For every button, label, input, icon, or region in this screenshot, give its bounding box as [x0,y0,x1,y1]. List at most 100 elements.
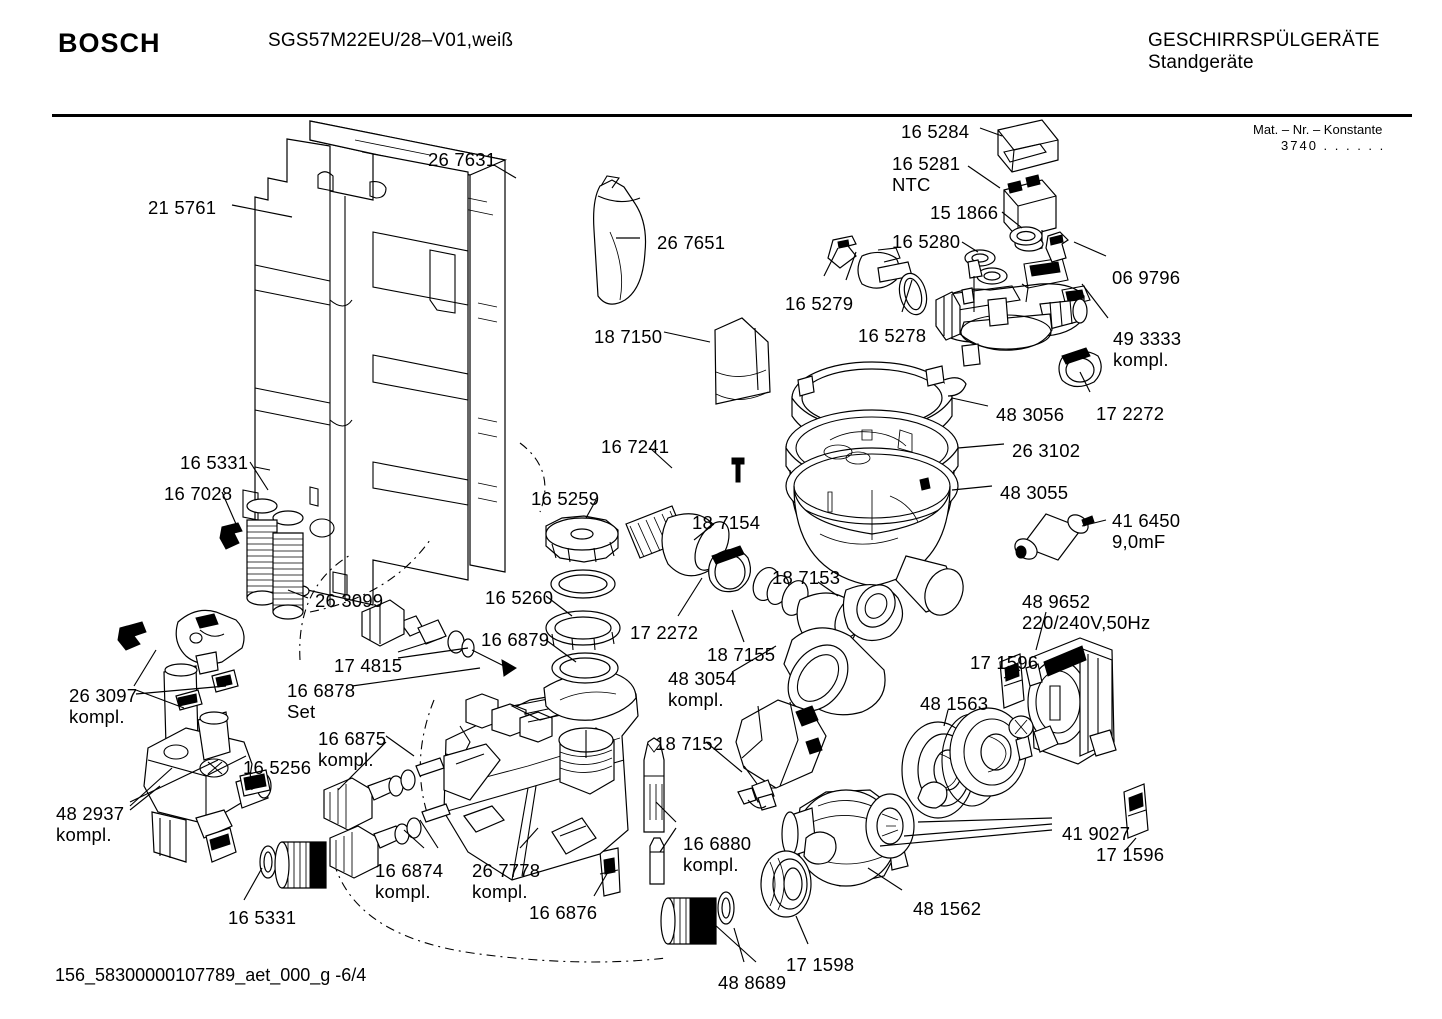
part-number: 18 7155 [707,644,776,665]
bosch-logo: BOSCH [58,28,161,58]
part-number: 26 3099 [315,590,384,611]
part-number: 16 6879 [481,629,550,650]
part-label-171596: 17 1596 [970,653,1038,673]
valve-166875 [324,758,444,830]
part-number: 26 7651 [657,232,726,253]
part-267651 [594,176,646,304]
part-416450-capacitor [1011,511,1094,563]
part-label-481563: 48 1563 [920,694,988,714]
category-subtitle: Standgeräte [1148,52,1254,73]
part-number: 18 7150 [594,326,663,347]
part-number: 16 5260 [485,587,554,608]
part-number: 18 7152 [655,733,724,754]
sensor-assembly-top [828,120,1058,318]
part-165259-lid [546,516,618,562]
part-label-165278: 16 5278 [858,326,926,346]
part-label-167028: 16 7028 [164,484,232,504]
part-number: 21 5761 [148,197,217,218]
part-label-419027: 41 9027 [1062,824,1130,844]
part-number: 16 5280 [892,231,961,252]
part-number: 17 2272 [1096,403,1165,424]
part-label-167241: 16 7241 [601,437,669,457]
part-number: 16 5331 [228,907,297,928]
part-label-171596: 17 1596 [1096,845,1164,865]
part-label-263099: 26 3099 [315,591,383,611]
part-number: 16 5284 [901,121,970,142]
part-qualifier: kompl. [668,689,724,710]
valve-166874 [330,804,450,878]
part-number: 41 9027 [1062,823,1131,844]
part-number: 17 1596 [1096,844,1165,865]
part-qualifier: Set [287,701,316,722]
header-divider [52,114,1412,117]
part-label-187152: 18 7152 [655,734,723,754]
part-label-263102: 26 3102 [1012,441,1080,461]
part-number: 16 5278 [858,325,927,346]
part-number: 16 5331 [180,452,249,473]
part-number: 26 3097 [69,685,138,706]
part-label-267651: 26 7651 [657,233,725,253]
model-number: SGS57M22EU/28–V01,weiß [268,30,514,51]
part-label-165256: 16 5256 [243,758,311,778]
part-171598-seal [761,851,811,917]
part-number: 48 3056 [996,404,1065,425]
part-number: 49 3333 [1113,328,1182,349]
part-number: 16 5281 [892,153,961,174]
part-label-483055: 48 3055 [1000,483,1068,503]
part-qualifier: kompl. [472,881,528,902]
part-label-172272: 17 2272 [630,623,698,643]
mat-nr-label: Mat. – Nr. – Konstante [1253,122,1383,137]
part-label-165279: 16 5279 [785,294,853,314]
mat-nr-value: 3740 . . . . . . [1281,138,1386,153]
category-title: GESCHIRRSPÜLGERÄTE [1148,30,1380,51]
part-number: 16 6876 [529,902,598,923]
part-number: 48 3055 [1000,482,1069,503]
drawing-id: 156_58300000107789_aet_000_g -6/4 [55,965,367,985]
part-number: 48 1562 [913,898,982,919]
part-label-174815: 17 4815 [334,656,402,676]
part-label-069796: 06 9796 [1112,268,1180,288]
part-number: 17 1598 [786,954,855,975]
part-label-488689: 48 8689 [718,973,786,993]
seals-165260 [546,570,620,683]
part-label-215761: 21 5761 [148,198,216,218]
part-number: 26 7631 [428,149,497,170]
part-qualifier: kompl. [1113,349,1169,370]
part-number: 48 1563 [920,693,989,714]
part-number: 48 9652 [1022,591,1091,612]
part-165331-bottom [260,842,326,888]
part-label-267631: 26 7631 [428,150,496,170]
part-482937-valve [144,690,271,862]
part-number: 48 2937 [56,803,125,824]
part-number: 16 7241 [601,436,670,457]
part-483054-assembly [736,700,826,810]
part-qualifier: kompl. [56,824,112,845]
part-number: 16 6875 [318,728,387,749]
part-number: 48 3054 [668,668,737,689]
part-187150 [715,318,770,404]
part-qualifier: kompl. [375,881,431,902]
part-number: 48 8689 [718,972,787,993]
part-label-187155: 18 7155 [707,645,775,665]
part-488689-hose [661,892,734,944]
part-qualifier: kompl. [69,706,125,727]
part-number: 26 7778 [472,860,541,881]
part-number: 17 4815 [334,655,403,676]
part-number: 16 5256 [243,757,312,778]
part-qualifier: NTC [892,174,931,195]
part-label-165284: 16 5284 [901,122,969,142]
part-166880 [644,738,664,884]
part-number: 06 9796 [1112,267,1181,288]
motor-489652 [1000,638,1148,838]
part-qualifier: 220/240V,50Hz [1022,612,1151,633]
part-label-187153: 18 7153 [772,568,840,588]
door-panel-assembly [243,121,505,605]
